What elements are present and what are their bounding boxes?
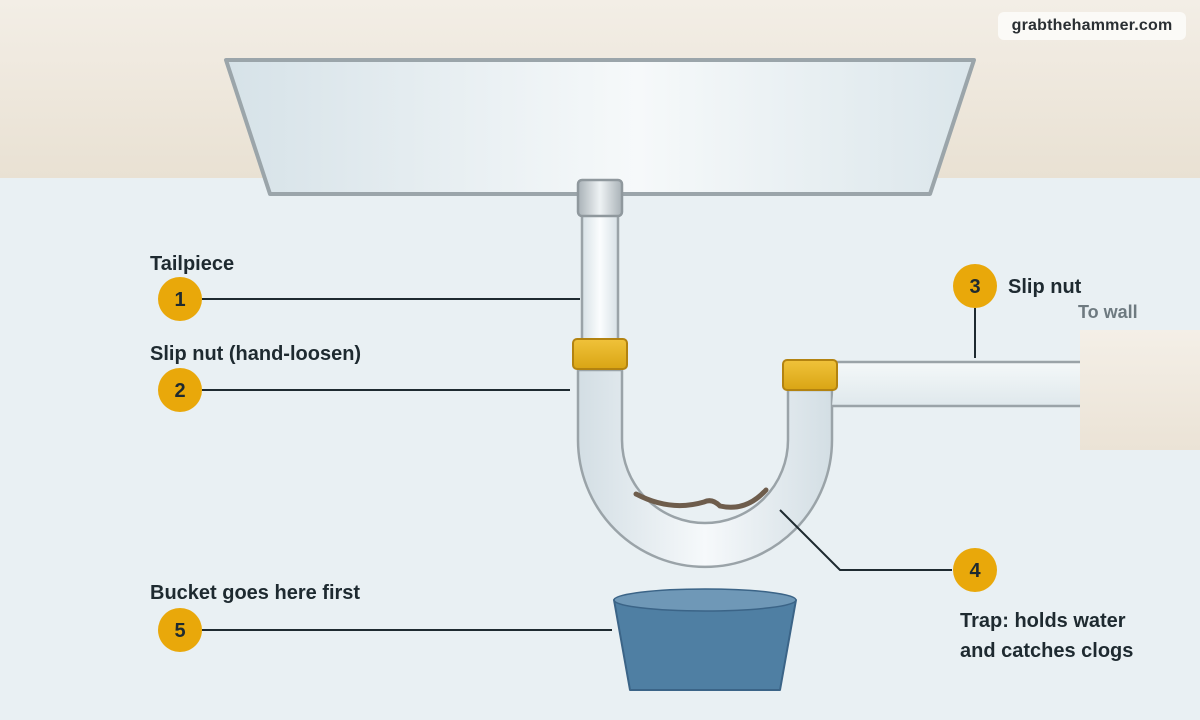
badge-5: 5 [158, 608, 202, 652]
label-trap-line-2: and catches clogs [960, 640, 1133, 662]
label-tailpiece: Tailpiece [150, 253, 234, 275]
leader-line-4 [779, 509, 952, 571]
clog-debris [633, 487, 769, 510]
slip-nut-trap-arm [782, 359, 838, 391]
badge-1: 1 [158, 277, 202, 321]
badge-3-number: 3 [969, 276, 980, 298]
slip-nut-tailpiece [572, 338, 628, 370]
label-slip-nut: Slip nut [1008, 276, 1082, 298]
badge-1-number: 1 [174, 289, 185, 311]
badge-4-number: 4 [969, 560, 981, 582]
badge-2: 2 [158, 368, 202, 412]
trap-arm-pipe [832, 360, 1084, 408]
badge-5-number: 5 [174, 620, 185, 642]
badge-4: 4 [953, 548, 997, 592]
badge-2-number: 2 [174, 380, 185, 402]
label-slip-nut-hand-loosen: Slip nut (hand-loosen) [150, 343, 361, 365]
sink-basin [224, 58, 976, 196]
label-to-wall: To wall [1078, 302, 1138, 322]
watermark-badge: grabthehammer.com [998, 12, 1186, 40]
label-bucket: Bucket goes here first [150, 582, 360, 604]
badge-3: 3 [953, 264, 997, 308]
bucket [613, 588, 797, 691]
trap-pipe [576, 368, 834, 569]
tailpiece-pipe [580, 210, 620, 344]
wall-block [1080, 330, 1200, 450]
label-trap-line-1: Trap: holds water [960, 610, 1126, 632]
drain-flange [576, 178, 624, 218]
